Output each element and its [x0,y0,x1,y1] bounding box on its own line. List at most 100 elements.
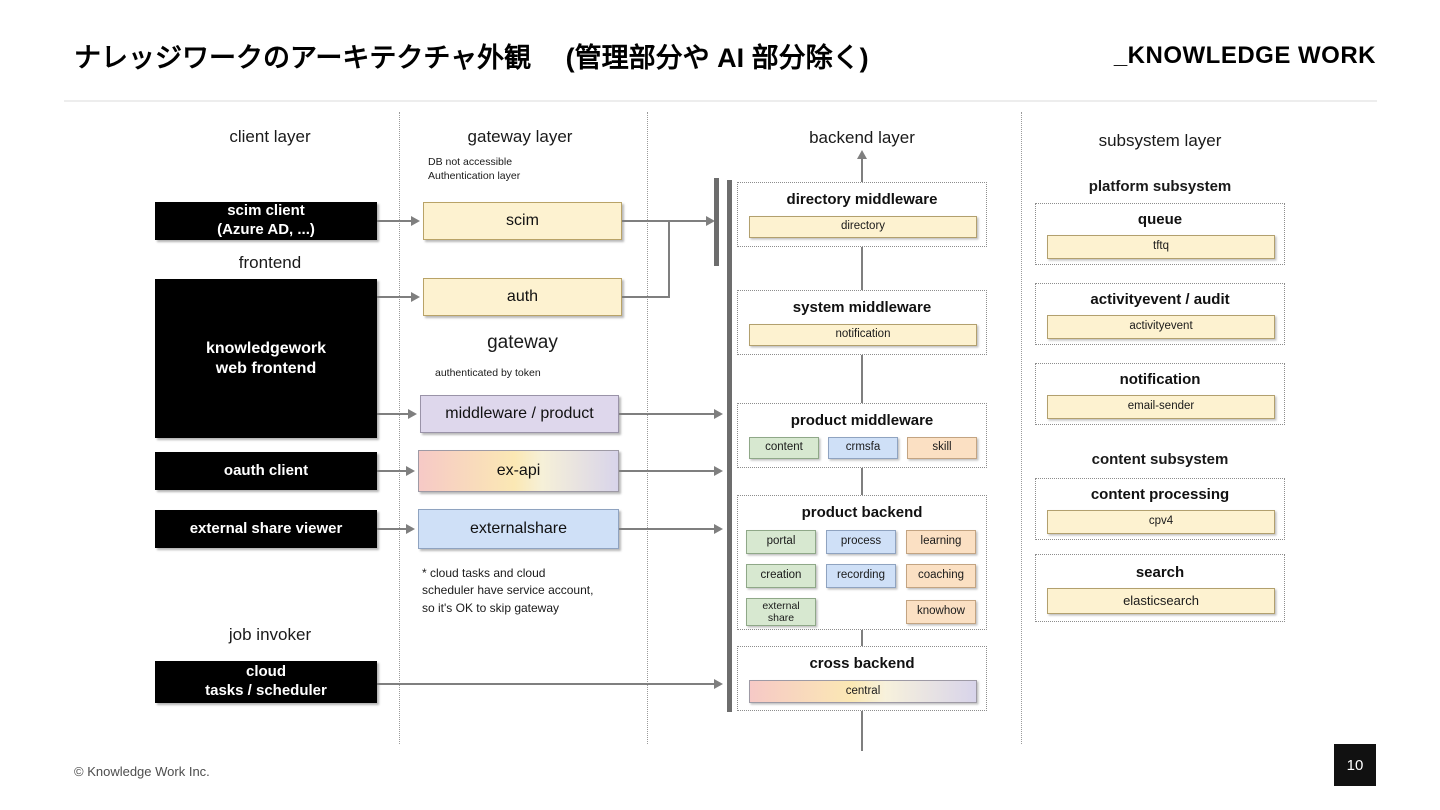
client-box-cloud-tasks-scheduler[interactable]: cloud tasks / scheduler [155,661,377,703]
client-group-label-job-invoker: job invoker [228,625,312,644]
group-title-activityevent-audit: activityevent / audit [1090,291,1230,308]
group-title-system-middleware: system middleware [792,299,932,316]
chip-external-share[interactable]: external share [746,598,816,626]
gateway-box-scim[interactable]: scim [423,202,622,240]
chip-recording[interactable]: recording [826,564,896,588]
subsystem-group-label-content: content subsystem [1091,451,1229,468]
connector-middleware-backend [619,413,719,415]
connector-productmw-productbe [861,468,863,495]
connector-cloudtasks-backend [377,683,719,685]
arrowhead-frontend-auth [411,292,420,302]
gateway-note-bottom: * cloud tasks and cloud scheduler have s… [422,566,594,615]
subsystem-group-queue: queue tftq [1035,203,1285,265]
chip-directory[interactable]: directory [749,216,977,238]
group-title-product-middleware: product middleware [790,412,934,429]
connector-productbe-cross [861,630,863,646]
page-number-badge: 10 [1334,744,1376,786]
gateway-note-top: DB not accessible Authentication layer [428,156,521,183]
client-group-label-frontend: frontend [238,253,302,272]
connector-exapi-backend [619,470,719,472]
brand-logo: _KNOWLEDGE WORK [1113,42,1376,69]
chip-tftq[interactable]: tftq [1047,235,1275,259]
arrowhead-exapi-backend [714,466,723,476]
connector-frontend-auth [377,296,413,298]
subsystem-group-activityevent-audit: activityevent / audit activityevent [1035,283,1285,345]
connector-backend-up [861,152,863,182]
chip-cpv4[interactable]: cpv4 [1047,510,1275,534]
column-heading-backend: backend layer [809,128,915,147]
backend-entry-bar-long [727,180,732,712]
chip-elasticsearch[interactable]: elasticsearch [1047,588,1275,614]
subsystem-group-notification: notification email-sender [1035,363,1285,425]
gateway-note-token: authenticated by token [435,367,541,379]
subsystem-group-label-platform: platform subsystem [1088,178,1232,195]
backend-group-cross-backend: cross backend central [737,646,987,711]
chip-process[interactable]: process [826,530,896,554]
group-title-cross-backend: cross backend [809,655,915,672]
arrowhead-cloudtasks-backend [714,679,723,689]
group-title-product-backend: product backend [801,504,923,521]
connector-frontend-middleware [377,413,410,415]
backend-group-product-backend: product backend portal process learning … [737,495,987,630]
connector-system-product [861,355,863,403]
column-heading-client: client layer [229,127,311,146]
connector-viewer-externalshare [377,528,408,530]
gateway-box-ex-api[interactable]: ex-api [418,450,619,492]
subsystem-group-search: search elasticsearch [1035,554,1285,622]
chip-portal[interactable]: portal [746,530,816,554]
backend-group-directory-middleware: directory middleware directory [737,182,987,247]
arrowhead-frontend-middleware [408,409,417,419]
connector-directory-system [861,247,863,290]
connector-scim-backend [622,220,713,222]
chip-activityevent[interactable]: activityevent [1047,315,1275,339]
client-box-web-frontend[interactable]: knowledgework web frontend [155,279,377,438]
client-box-scim-client[interactable]: scim client (Azure AD, ...) [155,202,377,240]
group-title-notification: notification [1119,371,1201,388]
chip-crmsfa[interactable]: crmsfa [828,437,898,459]
chip-notification[interactable]: notification [749,324,977,346]
chip-email-sender[interactable]: email-sender [1047,395,1275,419]
gateway-group-label: gateway [487,332,558,353]
backend-group-system-middleware: system middleware notification [737,290,987,355]
client-box-oauth-client[interactable]: oauth client [155,452,377,490]
group-title-content-processing: content processing [1090,486,1230,503]
chip-content[interactable]: content [749,437,819,459]
gateway-box-externalshare[interactable]: externalshare [418,509,619,549]
chip-learning[interactable]: learning [906,530,976,554]
chip-knowhow[interactable]: knowhow [906,600,976,624]
gateway-box-middleware-product[interactable]: middleware / product [420,395,619,433]
chip-skill[interactable]: skill [907,437,977,459]
arrowhead-backend-up [857,150,867,159]
group-title-search: search [1135,564,1185,581]
chip-central[interactable]: central [749,680,977,703]
connector-auth-merge-v [668,220,670,298]
connector-oauth-exapi [377,470,408,472]
arrowhead-viewer-externalshare [406,524,415,534]
arrowhead-scim-backend [706,216,715,226]
column-divider-gateway-backend [647,112,648,744]
connector-cross-down [861,711,863,751]
connector-scim-client [377,220,413,222]
arrowhead-externalshare-backend [714,524,723,534]
backend-group-product-middleware: product middleware content crmsfa skill [737,403,987,468]
chip-coaching[interactable]: coaching [906,564,976,588]
backend-entry-bar-short [714,178,719,266]
column-heading-subsystem: subsystem layer [1098,131,1222,150]
arrowhead-scim-client [411,216,420,226]
copyright-text: © Knowledge Work Inc. [74,764,210,779]
group-title-queue: queue [1137,211,1183,228]
column-divider-backend-subsystem [1021,112,1022,744]
column-divider-client-gateway [399,112,400,744]
client-box-external-share-viewer[interactable]: external share viewer [155,510,377,548]
chip-creation[interactable]: creation [746,564,816,588]
page-title: ナレッジワークのアーキテクチャ外観 (管理部分や AI 部分除く) [74,43,869,73]
arrowhead-oauth-exapi [406,466,415,476]
connector-auth-merge-h [622,296,670,298]
column-heading-gateway: gateway layer [467,127,573,146]
subsystem-group-content-processing: content processing cpv4 [1035,478,1285,540]
group-title-directory-middleware: directory middleware [786,191,938,208]
connector-externalshare-backend [619,528,719,530]
header-divider [64,100,1377,102]
gateway-box-auth[interactable]: auth [423,278,622,316]
